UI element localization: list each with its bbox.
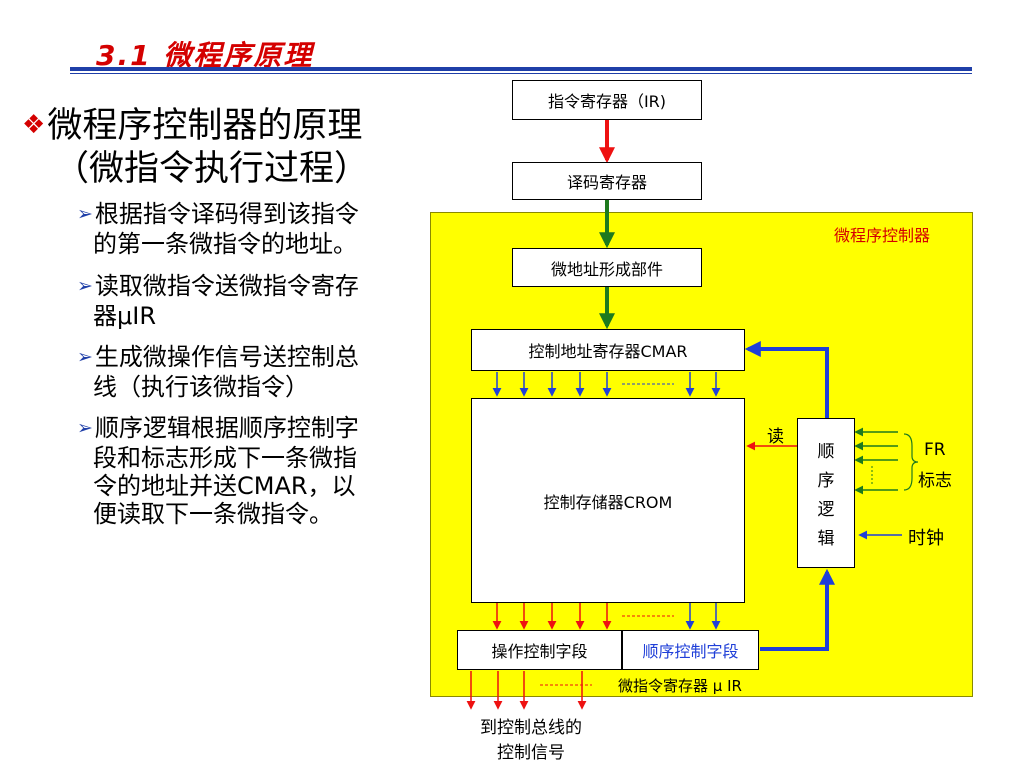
bus-label-line-2: 控制信号 — [497, 743, 565, 763]
uir-label: 微指令寄存器 μ IR — [618, 677, 742, 695]
sequence-logic-box: 顺 序 逻 辑 — [797, 418, 855, 568]
arrow-bullet-icon: ➢ — [77, 346, 93, 368]
point-2: ➢读取微指令送微指令寄存 器μIR — [77, 272, 417, 330]
cmar-label: 控制地址寄存器CMAR — [528, 342, 688, 361]
point-2-line-1: 读取微指令送微指令寄存 — [94, 272, 359, 300]
point-2-line-2: 器μIR — [93, 302, 157, 330]
panel-label: 微程序控制器 — [834, 226, 931, 245]
fr-label: FR — [924, 440, 946, 460]
diamond-bullet-icon: ❖ — [22, 110, 46, 140]
decoder-label: 译码寄存器 — [566, 173, 647, 192]
seq-logic-char: 逻 — [817, 500, 835, 520]
heading-line-2: （微指令执行过程） — [54, 149, 370, 189]
seq-logic-char: 辑 — [817, 529, 835, 549]
flag-label: 标志 — [918, 471, 952, 491]
cmar-box: 控制地址寄存器CMAR — [471, 329, 745, 371]
point-1-line-2: 的第一条微指令的地址。 — [93, 230, 357, 258]
slide-title: 3.1 微程序原理 — [96, 39, 314, 72]
arrow-bullet-icon: ➢ — [77, 275, 93, 297]
point-4-line-4: 便读取下一条微指令。 — [93, 500, 333, 528]
heading-line-1: 微程序控制器的原理 — [47, 106, 363, 146]
ir-box: 指令寄存器（IR) — [512, 80, 702, 120]
point-4: ➢顺序逻辑根据顺序控制字 段和标志形成下一条微指 令的地址并送CMAR，以 便读… — [77, 414, 417, 528]
address-former-label: 微地址形成部件 — [550, 259, 663, 279]
seq-logic-char: 顺 — [817, 442, 835, 462]
read-label: 读 — [767, 427, 784, 447]
point-1: ➢根据指令译码得到该指令 的第一条微指令的地址。 — [77, 200, 417, 258]
seq-control-field-label: 顺序控制字段 — [642, 642, 739, 661]
clock-label: 时钟 — [908, 528, 944, 549]
point-3-line-2: 线（执行该微指令） — [93, 373, 309, 401]
seq-control-field-box: 顺序控制字段 — [622, 630, 759, 670]
main-heading: ❖微程序控制器的原理 （微指令执行过程） — [22, 106, 369, 189]
arrow-bullet-icon: ➢ — [77, 203, 93, 225]
point-4-line-2: 段和标志形成下一条微指 — [93, 444, 357, 472]
crom-label: 控制存储器CROM — [543, 492, 673, 512]
arrow-bullet-icon: ➢ — [77, 417, 93, 439]
title-rule-thin — [70, 73, 972, 74]
address-former-box: 微地址形成部件 — [512, 248, 702, 287]
ir-label: 指令寄存器（IR) — [547, 92, 667, 111]
crom-box: 控制存储器CROM — [471, 398, 745, 603]
op-control-field-box: 操作控制字段 — [457, 630, 622, 670]
title-rule — [70, 67, 972, 71]
decoder-box: 译码寄存器 — [512, 162, 702, 200]
seq-logic-char: 序 — [817, 471, 835, 491]
point-4-line-3: 令的地址并送CMAR，以 — [93, 472, 356, 500]
point-3-line-1: 生成微操作信号送控制总 — [94, 343, 359, 371]
point-3: ➢生成微操作信号送控制总 线（执行该微指令） — [77, 343, 417, 401]
point-1-line-1: 根据指令译码得到该指令 — [94, 200, 359, 228]
bus-label-line-1: 到控制总线的 — [480, 718, 582, 738]
point-4-line-1: 顺序逻辑根据顺序控制字 — [94, 414, 359, 442]
op-control-field-label: 操作控制字段 — [491, 642, 588, 661]
